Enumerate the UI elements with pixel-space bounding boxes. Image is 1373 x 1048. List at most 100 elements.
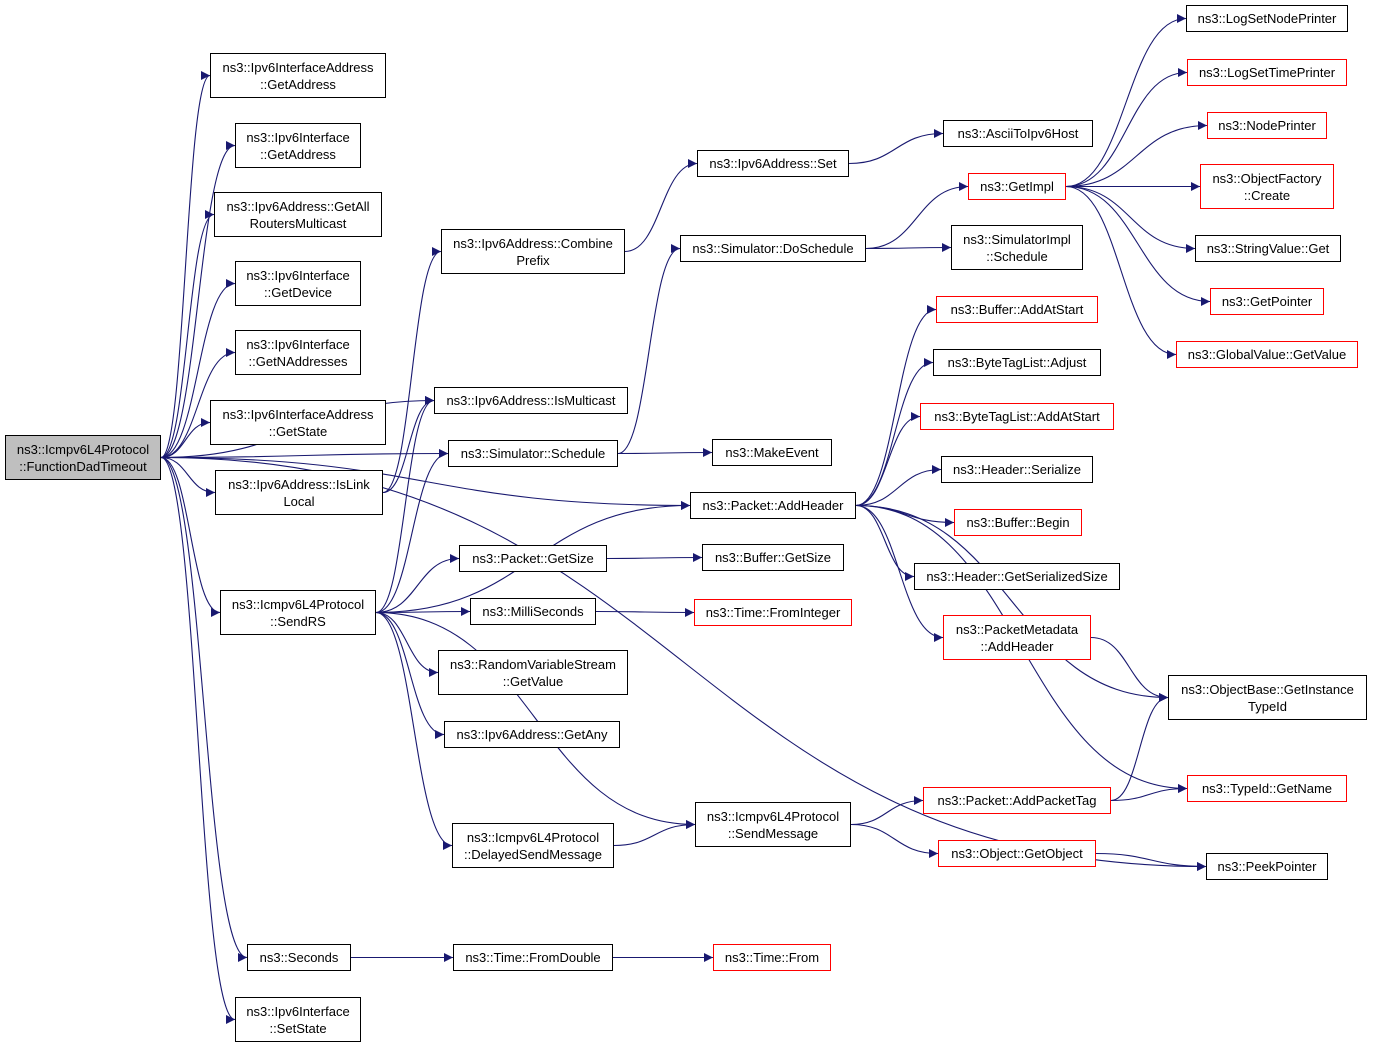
- node-bytetaglist-addatstart[interactable]: ns3::ByteTagList::AddAtStart: [920, 403, 1114, 430]
- call-edge-getimpl-to-getpointer: [1065, 185, 1211, 306]
- node-line: ::GetAddress: [260, 76, 336, 92]
- node-addpackettag[interactable]: ns3::Packet::AddPacketTag: [923, 787, 1111, 814]
- call-edge-doschedule-to-getimpl: [865, 182, 969, 250]
- node-line: ns3::Packet::AddPacketTag: [937, 793, 1097, 808]
- node-frominteger[interactable]: ns3::Time::FromInteger: [694, 599, 852, 626]
- node-line: ns3::Packet::AddHeader: [702, 498, 844, 513]
- node-line: ns3::Ipv6Address::Set: [709, 156, 837, 171]
- node-line: ns3::Header::Serialize: [953, 462, 1081, 477]
- node-line: ::AddHeader: [980, 638, 1054, 654]
- node-line: Local: [283, 493, 315, 509]
- node-ipv6address-set[interactable]: ns3::Ipv6Address::Set: [697, 150, 849, 177]
- node-delayedsendmessage[interactable]: ns3::Icmpv6L4Protocol::DelayedSendMessag…: [452, 823, 614, 868]
- call-edge-milliseconds-to-frominteger: [595, 607, 695, 617]
- node-line: ns3::GlobalValue::GetValue: [1187, 347, 1347, 362]
- node-line: ns3::Ipv6InterfaceAddress: [222, 59, 374, 75]
- node-line: ns3::GetImpl: [980, 179, 1054, 194]
- node-header-serialize[interactable]: ns3::Header::Serialize: [941, 456, 1093, 483]
- node-asciitoipv6host[interactable]: ns3::AsciiToIpv6Host: [943, 120, 1093, 147]
- node-buffer-addatstart[interactable]: ns3::Buffer::AddAtStart: [936, 296, 1098, 323]
- call-edge-combineprefix-to-addr_set: [624, 159, 698, 253]
- node-ipv6interface-getdevice[interactable]: ns3::Ipv6Interface::GetDevice: [235, 261, 361, 306]
- node-milliseconds[interactable]: ns3::MilliSeconds: [470, 598, 596, 625]
- node-stringvalue-get[interactable]: ns3::StringValue::Get: [1195, 235, 1341, 262]
- node-simulatorimpl-schedule[interactable]: ns3::SimulatorImpl::Schedule: [951, 225, 1083, 270]
- node-ipv6interfaceaddress-getaddress[interactable]: ns3::Ipv6InterfaceAddress::GetAddress: [210, 53, 386, 98]
- call-edge-addheader-to-btl_addatstart: [855, 412, 921, 507]
- node-line: ns3::AsciiToIpv6Host: [957, 126, 1079, 141]
- call-edge-root-to-schedule: [160, 449, 449, 459]
- node-ipv6interface-getnaddresses[interactable]: ns3::Ipv6Interface::GetNAddresses: [235, 330, 361, 375]
- node-ismulticast[interactable]: ns3::Ipv6Address::IsMulticast: [434, 387, 628, 414]
- call-edge-addpackettag-to-typeid_getname: [1110, 784, 1188, 802]
- node-functiondadtimeout[interactable]: ns3::Icmpv6L4Protocol::FunctionDadTimeou…: [5, 435, 161, 480]
- call-edge-sendrs-to-sendmessage: [375, 611, 696, 829]
- node-peekpointer[interactable]: ns3::PeekPointer: [1206, 853, 1328, 880]
- call-edge-root-to-iface_getdevice: [160, 279, 236, 459]
- call-edge-root-to-iface_setstate: [160, 456, 236, 1024]
- node-packet-getsize[interactable]: ns3::Packet::GetSize: [459, 545, 607, 572]
- node-randomvariablestream-getvalue[interactable]: ns3::RandomVariableStream::GetValue: [438, 650, 628, 695]
- node-seconds[interactable]: ns3::Seconds: [247, 944, 351, 971]
- call-edge-addr_set-to-asciitoipv6host: [848, 129, 944, 165]
- node-line: ns3::Icmpv6L4Protocol: [706, 808, 840, 824]
- node-buffer-begin[interactable]: ns3::Buffer::Begin: [954, 509, 1082, 536]
- node-bytetaglist-adjust[interactable]: ns3::ByteTagList::Adjust: [933, 349, 1101, 376]
- node-getpointer[interactable]: ns3::GetPointer: [1210, 288, 1324, 315]
- node-line: ns3::Time::From: [724, 950, 820, 965]
- call-edge-pm_addheader-to-getinstancetypeid: [1090, 636, 1169, 702]
- node-buffer-getsize[interactable]: ns3::Buffer::GetSize: [702, 544, 844, 571]
- node-line: ns3::ByteTagList::Adjust: [947, 355, 1087, 370]
- node-line: ns3::ObjectFactory: [1212, 170, 1322, 186]
- node-globalvalue-getvalue[interactable]: ns3::GlobalValue::GetValue: [1176, 341, 1358, 368]
- node-line: ns3::PeekPointer: [1217, 859, 1317, 874]
- call-edge-addheader-to-header_getserializedsize: [855, 504, 915, 581]
- node-packetmetadata-addheader[interactable]: ns3::PacketMetadata::AddHeader: [943, 615, 1091, 660]
- node-doschedule[interactable]: ns3::Simulator::DoSchedule: [680, 235, 866, 262]
- node-line: ::FunctionDadTimeout: [19, 458, 147, 474]
- node-logsetnodeprinter[interactable]: ns3::LogSetNodePrinter: [1186, 5, 1348, 32]
- node-ipv6interface-setstate[interactable]: ns3::Ipv6Interface::SetState: [235, 997, 361, 1042]
- node-line: ::Schedule: [986, 248, 1048, 264]
- node-makeevent[interactable]: ns3::MakeEvent: [712, 439, 832, 466]
- node-line: ns3::Seconds: [259, 950, 339, 965]
- call-edge-getimpl-to-logsetnodeprinter: [1065, 14, 1187, 188]
- node-typeid-getname[interactable]: ns3::TypeId::GetName: [1187, 775, 1347, 802]
- node-logsettimeprinter[interactable]: ns3::LogSetTimePrinter: [1187, 59, 1347, 86]
- call-edge-addheader-to-getinstancetypeid: [855, 504, 1169, 702]
- node-sendmessage[interactable]: ns3::Icmpv6L4Protocol::SendMessage: [695, 802, 851, 847]
- call-edge-addheader-to-header_serialize: [855, 465, 942, 507]
- node-line: ns3::Ipv6Interface: [246, 336, 350, 352]
- call-edge-sendmessage-to-getobject: [850, 823, 939, 858]
- node-ipv6interfaceaddress-getstate[interactable]: ns3::Ipv6InterfaceAddress::GetState: [210, 400, 386, 445]
- node-simulator-schedule[interactable]: ns3::Simulator::Schedule: [448, 440, 618, 467]
- node-packet-addheader[interactable]: ns3::Packet::AddHeader: [690, 492, 856, 519]
- call-edge-addheader-to-buffer_addatstart: [855, 305, 937, 507]
- node-line: ns3::Packet::GetSize: [472, 551, 594, 566]
- call-edge-getimpl-to-nodeprinter: [1065, 121, 1208, 188]
- node-ipv6interface-getaddress[interactable]: ns3::Ipv6Interface::GetAddress: [235, 123, 361, 168]
- call-edge-schedule-to-doschedule: [617, 244, 681, 455]
- node-getobject[interactable]: ns3::Object::GetObject: [938, 840, 1096, 867]
- node-getany[interactable]: ns3::Ipv6Address::GetAny: [444, 721, 620, 748]
- node-fromdouble[interactable]: ns3::Time::FromDouble: [453, 944, 613, 971]
- node-objectfactory-create[interactable]: ns3::ObjectFactory::Create: [1200, 164, 1334, 209]
- call-edge-packet_getsize-to-buffer_getsize: [606, 553, 703, 563]
- node-sendrs[interactable]: ns3::Icmpv6L4Protocol::SendRS: [220, 590, 376, 635]
- node-header-getserializedsize[interactable]: ns3::Header::GetSerializedSize: [914, 563, 1120, 590]
- node-line: ns3::Ipv6Address::GetAll: [226, 198, 370, 214]
- node-line: ns3::Icmpv6L4Protocol: [16, 441, 150, 457]
- node-nodeprinter[interactable]: ns3::NodePrinter: [1207, 112, 1327, 139]
- node-line: ns3::NodePrinter: [1218, 118, 1316, 133]
- node-line: ::Create: [1243, 187, 1291, 203]
- call-edge-getobject-to-peekpointer: [1095, 852, 1207, 871]
- node-line: ns3::GetPointer: [1221, 294, 1313, 309]
- node-line: ns3::Ipv6Address::GetAny: [456, 727, 608, 742]
- node-getimpl[interactable]: ns3::GetImpl: [968, 173, 1066, 200]
- node-line: ns3::Header::GetSerializedSize: [926, 569, 1108, 584]
- node-time-from[interactable]: ns3::Time::From: [713, 944, 831, 971]
